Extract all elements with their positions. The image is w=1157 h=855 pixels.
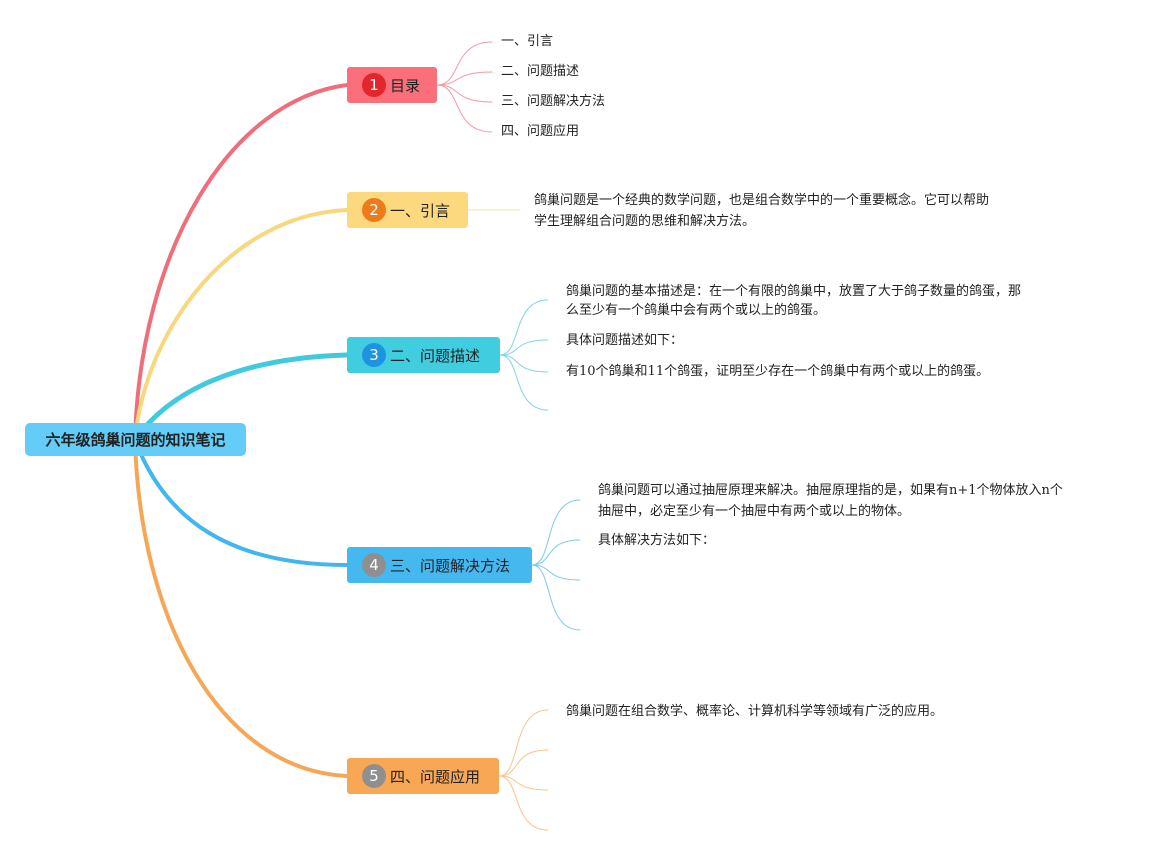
sub-connector (499, 299, 549, 356)
number-badge: 4 (362, 553, 386, 577)
text-line: 有10个鸽巢和11个鸽蛋，证明至少存在一个鸽巢中有两个或以上的鸽蛋。 (566, 364, 990, 379)
text-line: 鸽巢问题在组合数学、概率论、计算机科学等领域有广泛的应用。 (566, 704, 944, 719)
branch-connector (133, 83, 349, 442)
text-line: 鸽巢问题是一个经典的数学问题，也是组合数学中的一个重要概念。它可以帮助 (534, 193, 990, 208)
toc-item[interactable]: 三、问题解决方法 (501, 94, 606, 109)
text-line: 鸽巢问题可以通过抽屉原理来解决。抽屉原理指的是，如果有n+1个物体放入n个 (598, 483, 1063, 498)
sub-connector (531, 564, 581, 581)
sub-connector (499, 354, 549, 373)
root-topic[interactable]: 六年级鸽巢问题的知识笔记 (25, 423, 246, 456)
number-badge: 3 (362, 343, 386, 367)
branch-problem-description[interactable]: 3 二、问题描述 (347, 337, 500, 373)
branch-connector (133, 438, 349, 778)
text-line: 抽屉中，必定至少有一个抽屉中有两个或以上的物体。 (598, 504, 911, 519)
sub-connector (498, 775, 549, 791)
sub-connector (499, 339, 549, 356)
sub-connector (531, 499, 581, 566)
sub-connector (436, 71, 493, 86)
sub-connector (436, 84, 493, 133)
sub-connector (498, 709, 549, 777)
branch-label: 一、引言 (390, 201, 451, 220)
sub-connector (531, 539, 581, 566)
branch-solution-method[interactable]: 4 三、问题解决方法 (347, 547, 532, 583)
number-badge: 1 (362, 73, 386, 97)
text-line: 具体问题描述如下： (566, 333, 684, 348)
branch-label: 四、问题应用 (390, 767, 481, 786)
text-line: 么至少有一个鸽巢中会有两个或以上的鸽蛋。 (566, 303, 827, 318)
toc-item[interactable]: 二、问题描述 (501, 64, 580, 79)
sub-connector (498, 749, 549, 777)
toc-item[interactable]: 四、问题应用 (501, 124, 580, 139)
sub-connector (531, 564, 581, 631)
branch-toc[interactable]: 1 目录 (347, 67, 437, 103)
sub-connector (499, 354, 549, 411)
branch-application[interactable]: 5 四、问题应用 (347, 758, 499, 794)
branch-introduction[interactable]: 2 一、引言 (347, 192, 468, 228)
text-line: 鸽巢问题的基本描述是：在一个有限的鸽巢中，放置了大于鸽子数量的鸽蛋，那 (566, 284, 1022, 299)
branch-label: 二、问题描述 (390, 346, 481, 365)
branch-connector (133, 438, 349, 567)
text-line: 学生理解组合问题的思维和解决方法。 (534, 214, 756, 229)
branch-connector (132, 352, 350, 443)
branch-label: 目录 (390, 76, 421, 95)
branch-label: 三、问题解决方法 (390, 556, 511, 575)
sub-connector (436, 41, 493, 86)
sub-connector (498, 775, 549, 831)
root-title: 六年级鸽巢问题的知识笔记 (45, 431, 226, 449)
sub-connector (436, 84, 493, 103)
number-badge: 5 (362, 764, 386, 788)
text-line: 具体解决方法如下： (598, 533, 716, 548)
branch-connector (133, 208, 349, 442)
toc-item[interactable]: 一、引言 (501, 34, 554, 49)
number-badge: 2 (362, 198, 386, 222)
